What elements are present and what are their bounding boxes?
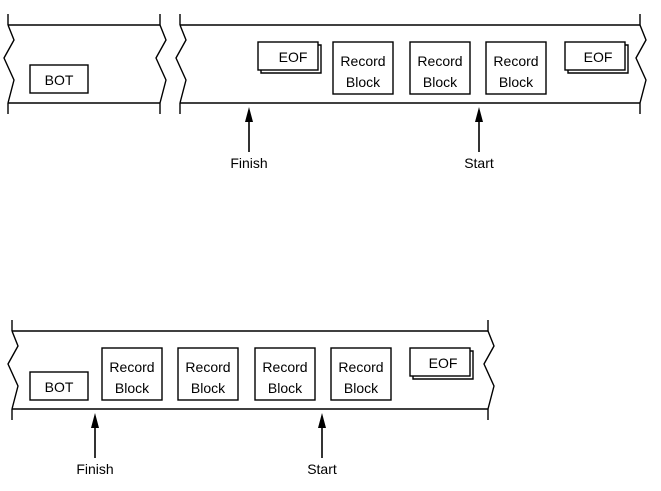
record-label: Record — [417, 53, 462, 69]
start-arrow: Start — [464, 107, 494, 171]
start-arrow: Start — [307, 413, 337, 477]
block-label: Block — [346, 74, 381, 90]
record-label: Record — [493, 53, 538, 69]
top-diagram: BOT EOF Record Block Record — [3, 14, 647, 171]
top-left-tape-segment — [3, 14, 167, 114]
block-label: Block — [268, 380, 303, 396]
block-label: Block — [344, 380, 379, 396]
top-right-tape-segment — [175, 14, 647, 114]
finish-arrow: Finish — [76, 413, 114, 477]
finish-label: Finish — [76, 461, 113, 477]
bottom-tape-segment — [7, 320, 495, 420]
record-block: Record Block — [254, 347, 316, 401]
tape-break-right — [155, 24, 167, 104]
record-block: Record Block — [330, 347, 392, 401]
record-label: Record — [109, 359, 154, 375]
bot-label: BOT — [45, 379, 74, 395]
record-label: Record — [262, 359, 307, 375]
record-block: Record Block — [177, 347, 239, 401]
record-block: Record Block — [409, 41, 471, 95]
bot-label: BOT — [45, 72, 74, 88]
block-label: Block — [423, 74, 458, 90]
record-block: Record Block — [101, 347, 163, 401]
tape-break-left — [7, 330, 19, 410]
block-label: Block — [191, 380, 226, 396]
bot-marker: BOT — [29, 64, 89, 94]
tape-break-right — [635, 24, 647, 104]
eof-marker: EOF — [257, 41, 322, 74]
tape-break-left — [3, 24, 15, 104]
record-label: Record — [185, 359, 230, 375]
block-label: Block — [115, 380, 150, 396]
eof-marker: EOF — [564, 41, 629, 74]
start-label: Start — [307, 461, 337, 477]
record-label: Record — [338, 359, 383, 375]
eof-label: EOF — [279, 49, 308, 65]
record-label: Record — [340, 53, 385, 69]
tape-break-left — [175, 24, 187, 104]
record-block: Record Block — [332, 41, 394, 95]
tape-break-right — [483, 330, 495, 410]
bot-marker: BOT — [29, 371, 89, 401]
eof-label: EOF — [584, 49, 613, 65]
bottom-diagram: BOT Record Block Record Block Record Blo… — [7, 320, 495, 477]
block-label: Block — [499, 74, 534, 90]
record-block: Record Block — [485, 41, 547, 95]
finish-label: Finish — [230, 155, 267, 171]
eof-marker: EOF — [409, 347, 474, 380]
finish-arrow: Finish — [230, 107, 268, 171]
eof-label: EOF — [429, 355, 458, 371]
start-label: Start — [464, 155, 494, 171]
